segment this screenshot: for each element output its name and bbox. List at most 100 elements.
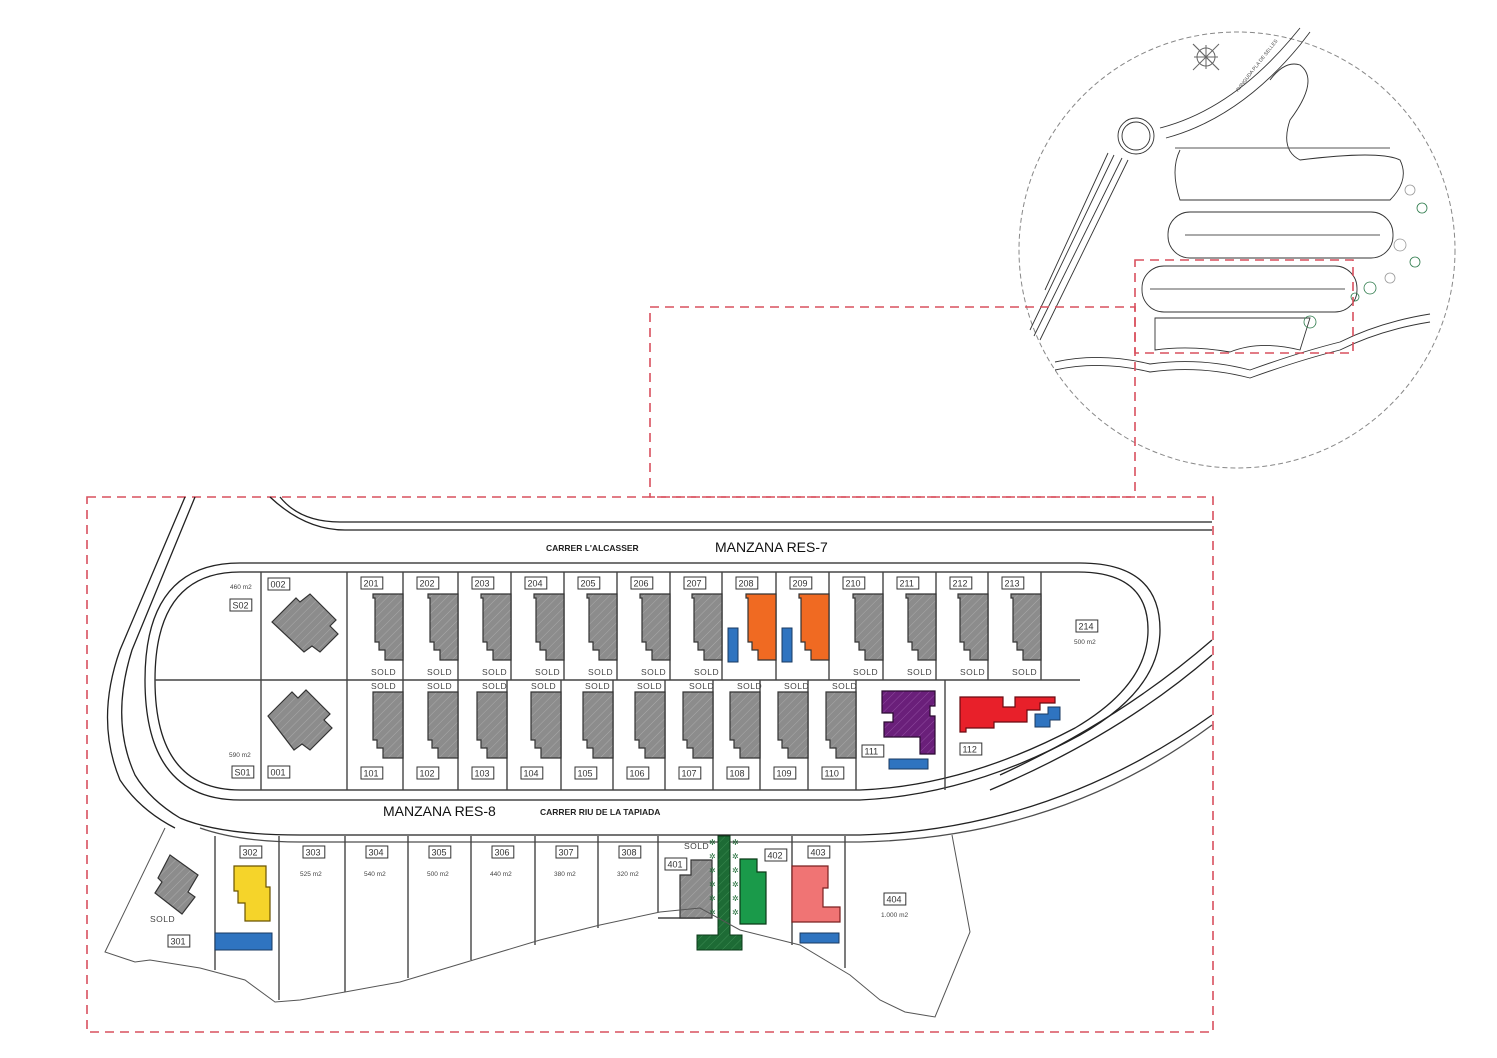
plot-number[interactable]: 102 <box>416 766 440 780</box>
house-shape <box>777 691 809 759</box>
plot-number[interactable]: 302 <box>239 845 263 859</box>
plot-number[interactable]: 213 <box>1001 576 1025 590</box>
svg-text:204: 204 <box>528 579 543 589</box>
plot-number[interactable]: 214 <box>1075 619 1099 633</box>
plot-208[interactable]: 208 <box>727 576 777 663</box>
house-shape <box>679 859 713 919</box>
plot-number[interactable]: 404 <box>883 892 907 906</box>
plot-number[interactable]: 107 <box>678 766 702 780</box>
svg-text:111: 111 <box>865 747 879 757</box>
plot-111[interactable]: 111 <box>861 690 936 770</box>
house-shape <box>476 691 508 759</box>
plot-number[interactable]: S01 <box>231 765 255 779</box>
plot-number[interactable]: 112 <box>959 742 983 756</box>
plot-302[interactable]: 302 <box>214 845 273 951</box>
plot-number[interactable]: 208 <box>735 576 759 590</box>
plot-number[interactable]: 301 <box>167 934 191 948</box>
plot-number[interactable]: 109 <box>773 766 797 780</box>
plot-number[interactable]: S02 <box>229 598 253 612</box>
plot-number[interactable]: 203 <box>471 576 495 590</box>
plot-number[interactable]: 001 <box>267 765 291 779</box>
plot-number[interactable]: 401 <box>664 857 688 871</box>
svg-text:206: 206 <box>634 579 649 589</box>
plot-number[interactable]: 304 <box>365 845 389 859</box>
plot-number[interactable]: 212 <box>949 576 973 590</box>
sold-label: SOLD <box>641 667 666 677</box>
tree-icon: ✲ <box>709 908 716 917</box>
plot-number[interactable]: 303 <box>302 845 326 859</box>
plot-112[interactable]: 112 <box>959 696 1061 756</box>
inset-highlight-box <box>1134 259 1354 354</box>
tree-icon: ✲ <box>709 838 716 847</box>
house-shape <box>905 593 937 661</box>
plot-001[interactable]: 001 <box>267 689 333 779</box>
plot-number[interactable]: 206 <box>630 576 654 590</box>
plot-number[interactable]: 104 <box>520 766 544 780</box>
plot-number[interactable]: 201 <box>360 576 384 590</box>
plot-402[interactable]: 402✲✲✲✲✲✲✲✲✲✲✲✲ <box>696 835 788 951</box>
plot-number[interactable]: 205 <box>577 576 601 590</box>
plot-number[interactable]: 202 <box>416 576 440 590</box>
plot-number[interactable]: 211 <box>896 576 920 590</box>
plot-002[interactable]: 002 <box>267 577 339 653</box>
plot-number[interactable]: 111 <box>861 744 885 758</box>
plot-number[interactable]: 308 <box>618 845 642 859</box>
plot-number[interactable]: 110 <box>821 766 845 780</box>
plot-number[interactable]: 204 <box>524 576 548 590</box>
plot-number[interactable]: 210 <box>842 576 866 590</box>
plot-number[interactable]: 307 <box>555 845 579 859</box>
plot-number[interactable]: 207 <box>683 576 707 590</box>
svg-text:105: 105 <box>578 769 593 779</box>
plot-number[interactable]: 108 <box>726 766 750 780</box>
plot-number[interactable]: 306 <box>491 845 515 859</box>
plot-number[interactable]: 106 <box>626 766 650 780</box>
pool-icon <box>888 758 929 770</box>
plot-number[interactable]: 105 <box>574 766 598 780</box>
house-shape <box>852 593 884 661</box>
house-shape <box>427 691 459 759</box>
house-shape <box>271 593 339 653</box>
plot-403[interactable]: 403 <box>791 845 841 944</box>
plot-number[interactable]: 402 <box>764 848 788 862</box>
plot-number[interactable]: 103 <box>471 766 495 780</box>
plot-number[interactable]: 209 <box>789 576 813 590</box>
plot-209[interactable]: 209 <box>781 576 830 663</box>
plot-number[interactable]: 101 <box>360 766 384 780</box>
plot-number[interactable]: 403 <box>807 845 831 859</box>
plot-number[interactable]: 002 <box>267 577 291 591</box>
plot-number[interactable]: 305 <box>428 845 452 859</box>
